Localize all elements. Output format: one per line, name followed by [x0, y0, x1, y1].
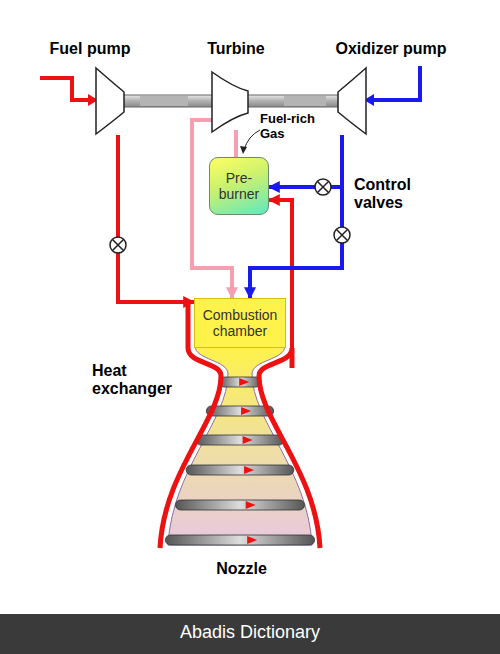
nozzle-bell [168, 346, 312, 545]
nozzle-box: Nozzle [158, 365, 325, 580]
preburner-box: Pre- burner [209, 157, 269, 215]
watermark: Abadis Dictionary [0, 622, 500, 643]
part-label: Heat exchanger [92, 362, 184, 399]
watermark-bar [0, 614, 500, 654]
control-valve [334, 227, 350, 243]
callout-label: Fuel-rich Gas [260, 112, 322, 142]
node-text: Turbine [207, 40, 264, 58]
turbine-symbol [212, 72, 248, 132]
combustion-chamber: Combustion chamber [194, 298, 286, 348]
node-text: Fuel pump [50, 40, 131, 58]
part-label: Control valves [354, 176, 434, 213]
node-text: Pre- burner [212, 170, 266, 202]
pump-label-box: Oxidizer pump [326, 38, 456, 135]
pump-symbol [338, 68, 366, 134]
node-text: Combustion chamber [197, 307, 283, 339]
node-text: Nozzle [216, 560, 267, 578]
flow-line [269, 135, 342, 187]
shaft-link [284, 96, 326, 106]
oxidizer-inlet [372, 66, 420, 100]
fuel-inlet [40, 78, 90, 100]
control-valve [110, 237, 126, 253]
turbine-exhaust [192, 120, 214, 132]
flow-line [118, 135, 194, 302]
node-text: Oxidizer pump [335, 40, 446, 58]
arrow-head [240, 146, 247, 154]
pump-label-box: Fuel pump [40, 38, 140, 135]
flow-line [234, 130, 238, 157]
control-valve [315, 179, 331, 195]
pump-symbol [96, 68, 124, 134]
shaft-link [140, 96, 188, 106]
cooling-jacket [259, 348, 320, 548]
